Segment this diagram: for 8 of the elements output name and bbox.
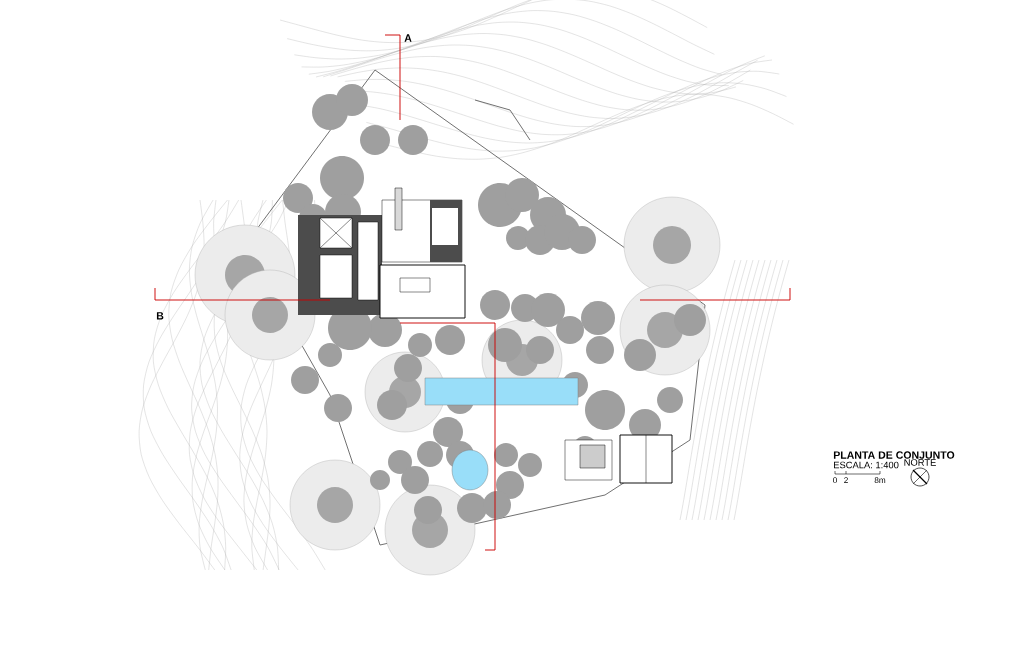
section-label: A [404,34,412,42]
section-label: B [156,312,164,320]
title: PLANTA DE CONJUNTO [833,451,955,459]
scale-number: 2 [844,477,848,483]
scale-number: 0 [833,477,837,484]
scale-text: ESCALA: 1:400 [834,461,899,469]
north-label: NORTE [904,459,936,466]
scale-number: 8m [874,477,886,484]
